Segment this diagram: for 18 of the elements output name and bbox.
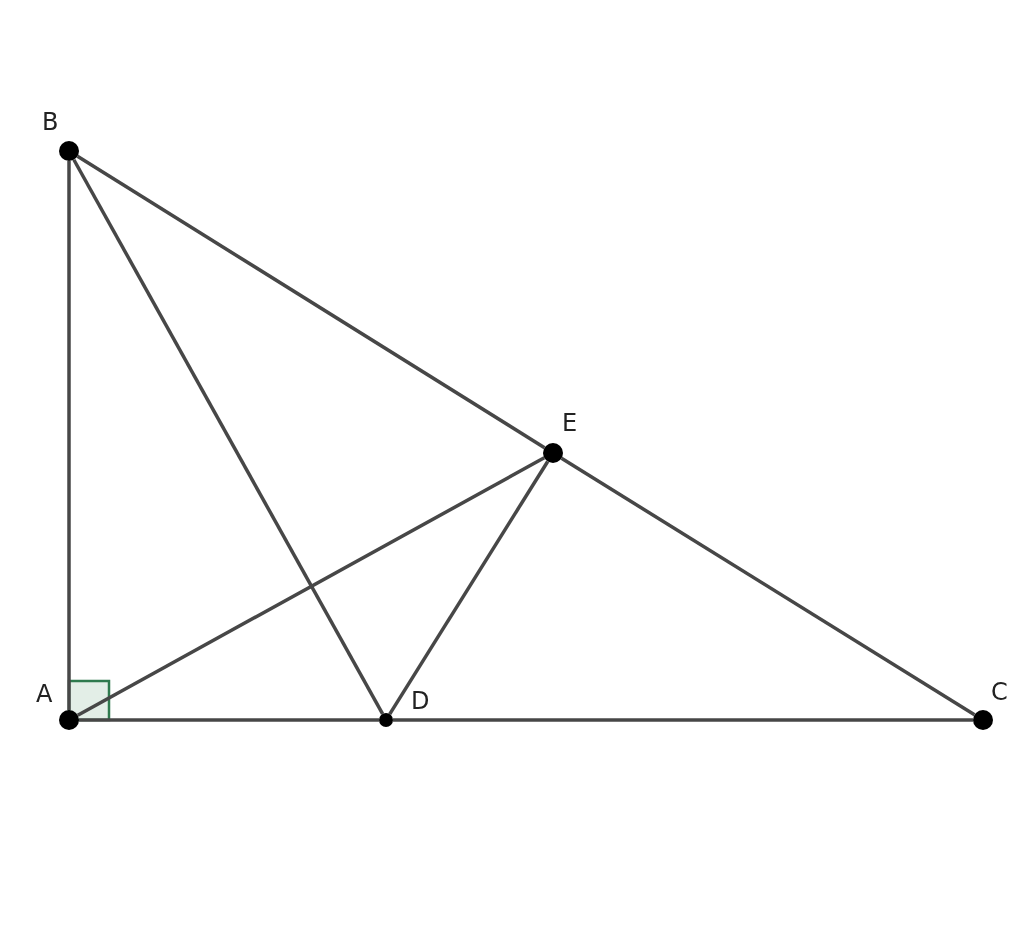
point-dot — [59, 141, 79, 161]
point-label: E — [562, 411, 578, 435]
line-segment — [76, 154, 546, 450]
point-label: B — [42, 110, 59, 134]
line-segment — [72, 158, 385, 715]
point-label: D — [411, 689, 430, 713]
line-segment — [388, 460, 550, 715]
line-segment — [560, 456, 976, 717]
point-dot — [59, 710, 79, 730]
point-label: A — [36, 682, 53, 706]
line-segment — [79, 718, 379, 722]
line-segment — [67, 161, 71, 710]
point-dot — [543, 443, 563, 463]
point-dot — [379, 713, 393, 727]
point-label: C — [991, 680, 1008, 704]
line-segment — [76, 456, 546, 717]
line-segment — [393, 718, 973, 722]
point-dot — [973, 710, 993, 730]
